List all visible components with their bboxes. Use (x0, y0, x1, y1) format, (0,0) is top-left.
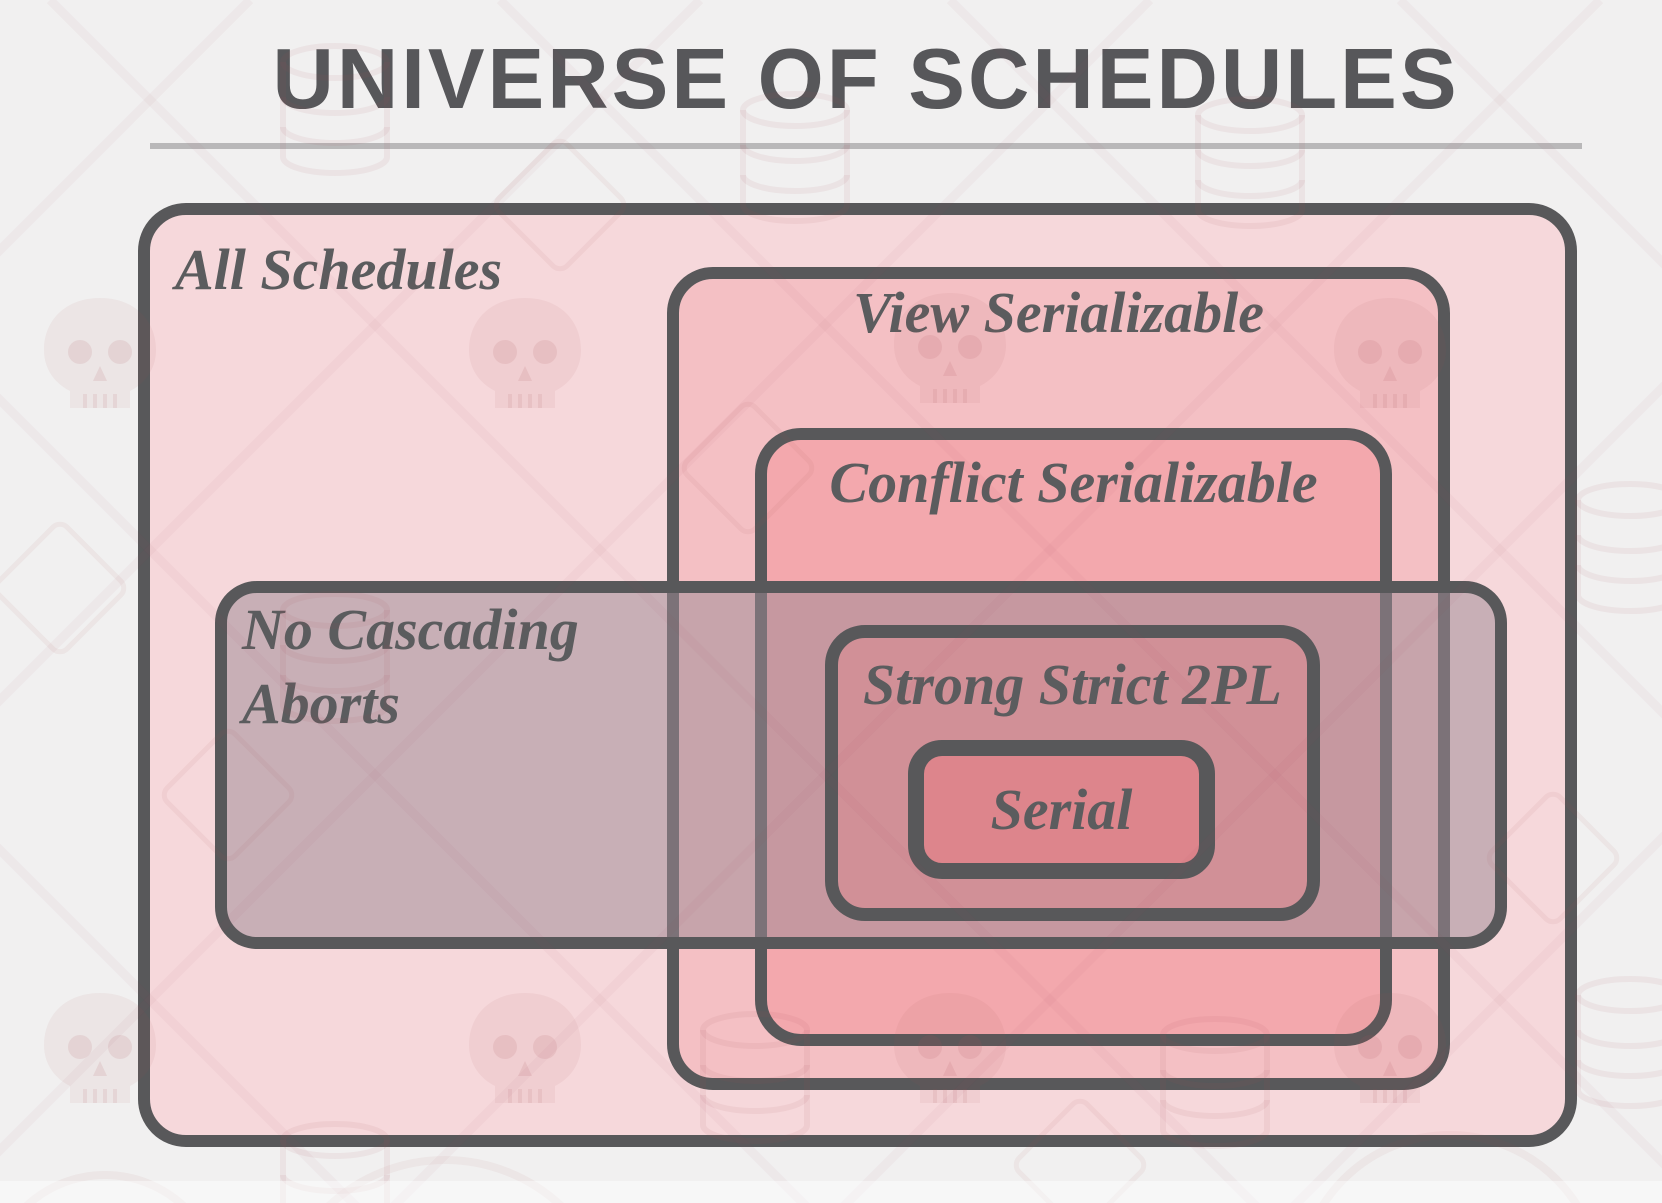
diamond-icon (0, 520, 128, 656)
page-title: UNIVERSE OF SCHEDULES (272, 32, 1460, 127)
set-strong-strict-2pl-label: Strong Strict 2PL (863, 652, 1282, 717)
header: UNIVERSE OF SCHEDULES (150, 34, 1582, 126)
set-all-schedules-label: All Schedules (175, 237, 503, 302)
set-conflict-serializable-label: Conflict Serializable (829, 450, 1318, 515)
set-no-cascading-aborts-label: No Cascading Aborts (242, 597, 579, 736)
bottom-fade (0, 1181, 1662, 1203)
database-icon (1578, 484, 1662, 611)
set-serial: Serial (908, 740, 1215, 879)
set-serial-label: Serial (990, 777, 1133, 842)
title-divider (150, 143, 1582, 149)
set-view-serializable-label: View Serializable (853, 280, 1264, 345)
database-icon (1578, 979, 1662, 1106)
